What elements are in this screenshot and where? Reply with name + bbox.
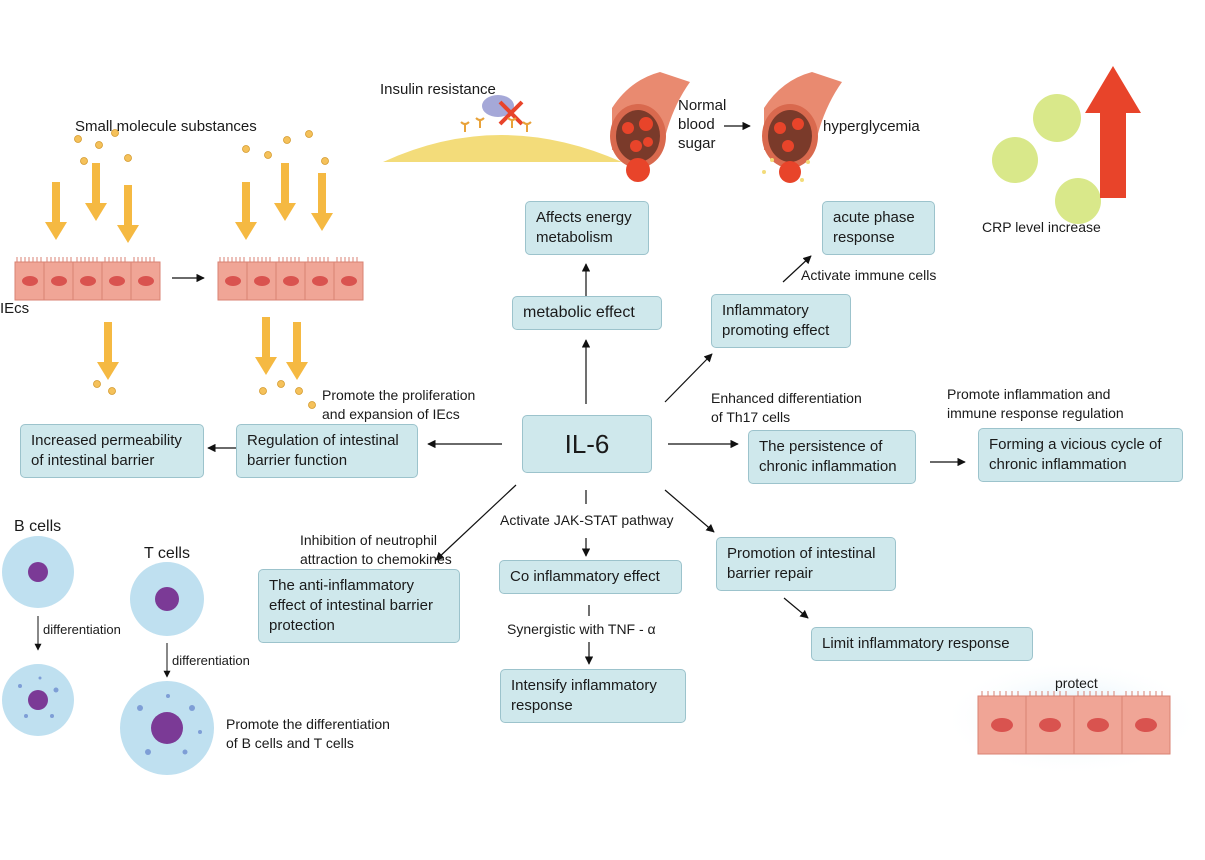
- co-inflammatory-effect-box: Co inflammatory effect: [499, 560, 682, 594]
- chronic-inflammation-persistence-box: The persistence of chronic inflammation: [748, 430, 916, 484]
- inflammatory-promoting-effect-box: Inflammatory promoting effect: [711, 294, 851, 348]
- hyperglycemia-label: hyperglycemia: [823, 118, 920, 135]
- intensify-inflammatory-response-box: Intensify inflammatory response: [500, 669, 686, 723]
- promote-bt-differentiation-label: Promote the differentiation of B cells a…: [226, 716, 390, 751]
- activate-immune-cells-label: Activate immune cells: [801, 267, 937, 283]
- barrier-regulation-box: Regulation of intestinal barrier functio…: [236, 424, 418, 478]
- promote-inflammation-regulation-label: Promote inflammation and immune response…: [947, 386, 1124, 421]
- iecs-label: IEcs: [0, 300, 30, 317]
- synergistic-tnf-label: Synergistic with TNF - α: [507, 621, 656, 637]
- inhibition-neutrophil-label: Inhibition of neutrophil attraction to c…: [300, 532, 452, 567]
- barrier-repair-box: Promotion of intestinal barrier repair: [716, 537, 896, 591]
- blood-vessel-hyperglycemia-icon: [762, 72, 842, 183]
- vicious-cycle-box: Forming a vicious cycle of chronic infla…: [978, 428, 1183, 482]
- insulin-resistance-illustration: [383, 95, 622, 162]
- limit-inflammatory-response-box: Limit inflammatory response: [811, 627, 1033, 661]
- b-cells-label: B cells: [14, 518, 62, 535]
- connector-arrows: [207, 255, 966, 665]
- protect-label: protect: [1055, 675, 1098, 691]
- affects-energy-metabolism-box: Affects energy metabolism: [525, 201, 649, 255]
- il6-center-node: IL-6: [522, 415, 652, 473]
- anti-inflammatory-effect-box: The anti-inflammatory effect of intestin…: [258, 569, 460, 643]
- increased-permeability-box: Increased permeability of intestinal bar…: [20, 424, 204, 478]
- acute-phase-response-box: acute phase response: [822, 201, 935, 255]
- insulin-resistance-label: Insulin resistance: [380, 81, 496, 98]
- lymphocytes-illustration: [2, 536, 214, 775]
- blood-vessel-normal-icon: [610, 72, 690, 182]
- jak-stat-label: Activate JAK-STAT pathway: [500, 512, 674, 528]
- th17-differentiation-label: Enhanced differentiation of Th17 cells: [711, 390, 862, 425]
- b-differentiation-label: differentiation: [43, 622, 121, 637]
- intestinal-epithelium-illustration: [14, 129, 364, 409]
- t-cells-label: T cells: [144, 545, 190, 562]
- normal-blood-sugar-label: Normal blood sugar: [678, 97, 727, 152]
- t-differentiation-label: differentiation: [172, 653, 250, 668]
- crp-illustration: [992, 66, 1141, 224]
- crp-level-label: CRP level increase: [982, 219, 1101, 235]
- metabolic-effect-box: metabolic effect: [512, 296, 662, 330]
- promote-proliferation-label: Promote the proliferation and expansion …: [322, 387, 476, 422]
- small-molecule-label: Small molecule substances: [75, 118, 257, 135]
- protected-epithelium-illustration: [942, 660, 1202, 776]
